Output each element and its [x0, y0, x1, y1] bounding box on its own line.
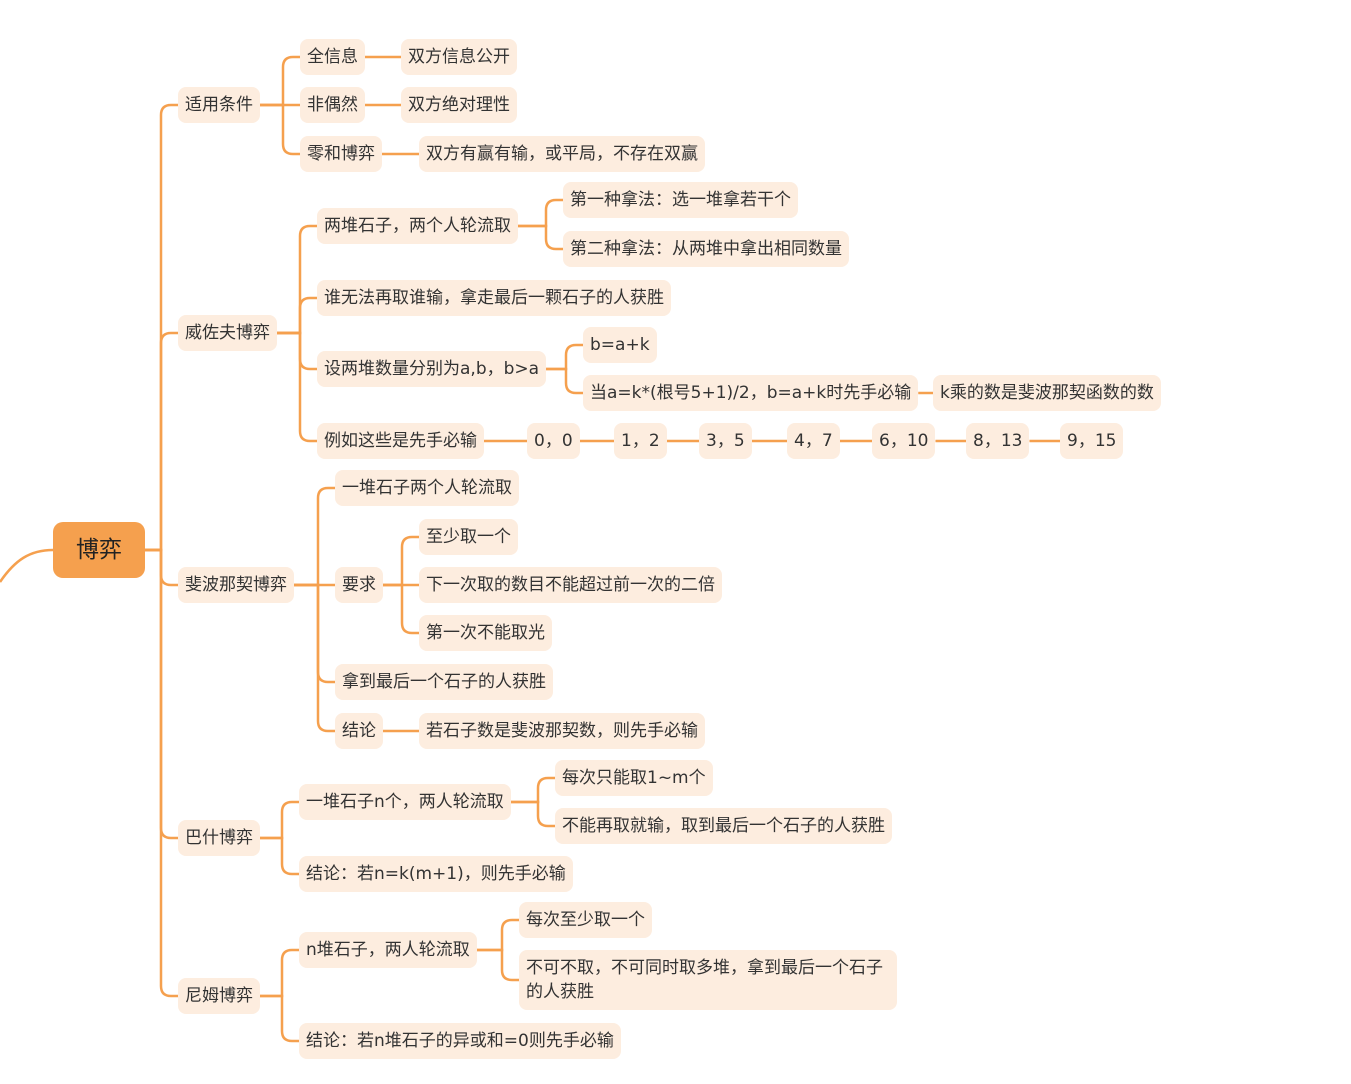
losing-pair[interactable]: 8，13: [966, 423, 1030, 459]
connector-line: [260, 948, 299, 998]
connector-line: [277, 296, 317, 335]
topic-node[interactable]: 第二种拿法：从两堆中拿出相同数量: [563, 231, 849, 267]
connector-line: [518, 224, 563, 251]
topic-node[interactable]: 一堆石子n个，两人轮流取: [299, 784, 511, 820]
topic-node[interactable]: 下一次取的数目不能超过前一次的二倍: [419, 567, 722, 603]
losing-pair[interactable]: 0，0: [527, 423, 580, 459]
losing-pair[interactable]: 1，2: [614, 423, 667, 459]
topic-node[interactable]: 非偶然: [300, 87, 365, 123]
connector-line: [260, 994, 299, 1043]
topic-node[interactable]: 双方信息公开: [401, 39, 517, 75]
topic-bash-game[interactable]: 巴什博弈: [178, 820, 260, 856]
connector-line: [510, 800, 555, 828]
topic-node[interactable]: n堆石子，两人轮流取: [299, 932, 477, 968]
connector-line: [546, 367, 583, 395]
connector-line: [383, 535, 419, 587]
connector-line: [294, 583, 335, 684]
connector-line: [476, 918, 519, 952]
connector-line: [260, 836, 299, 876]
topic-node[interactable]: 拿到最后一个石子的人获胜: [335, 664, 553, 700]
connector-line: [383, 583, 419, 635]
topic-node[interactable]: 一堆石子两个人轮流取: [335, 470, 519, 506]
topic-node[interactable]: 全信息: [300, 39, 365, 75]
topic-node[interactable]: 当a=k*(根号5+1)/2，b=a+k时先手必输: [583, 375, 919, 411]
connector-line: [476, 948, 519, 982]
connector-line: [145, 548, 178, 998]
topic-applicable-conditions[interactable]: 适用条件: [178, 87, 260, 123]
topic-node[interactable]: b=a+k: [583, 327, 657, 363]
connector-line: [277, 331, 317, 371]
topic-wythoff-game[interactable]: 威佐夫博弈: [178, 315, 277, 351]
connector-line: [145, 103, 178, 552]
topic-node[interactable]: 每次只能取1~m个: [555, 760, 713, 796]
topic-node[interactable]: 至少取一个: [419, 519, 518, 555]
topic-node[interactable]: 双方有赢有输，或平局，不存在双赢: [419, 136, 705, 172]
topic-node[interactable]: 例如这些是先手必输: [317, 423, 484, 459]
connector-line: [260, 55, 300, 107]
losing-pair[interactable]: 9，15: [1060, 423, 1124, 459]
topic-node[interactable]: 谁无法再取谁输，拿走最后一颗石子的人获胜: [317, 280, 671, 316]
root-topic[interactable]: 博弈: [53, 522, 145, 578]
topic-node[interactable]: 设两堆数量分别为a,b，b>a: [317, 351, 547, 387]
topic-nim-game[interactable]: 尼姆博弈: [178, 978, 260, 1014]
connector-line: [518, 198, 563, 228]
topic-node[interactable]: 结论：若n堆石子的异或和=0则先手必输: [299, 1023, 621, 1059]
topic-node[interactable]: k乘的数是斐波那契函数的数: [933, 375, 1161, 411]
topic-node[interactable]: 要求: [335, 567, 383, 603]
topic-node[interactable]: 每次至少取一个: [519, 902, 652, 938]
connector-line: [277, 331, 317, 443]
topic-node[interactable]: 不能再取就输，取到最后一个石子的人获胜: [555, 808, 892, 844]
topic-node[interactable]: 若石子数是斐波那契数，则先手必输: [419, 713, 705, 749]
topic-node[interactable]: 结论: [335, 713, 383, 749]
connector-line: [260, 103, 300, 156]
topic-node[interactable]: 结论：若n=k(m+1)，则先手必输: [299, 856, 573, 892]
connector-line: [546, 343, 583, 371]
connector-line: [294, 583, 335, 733]
topic-node[interactable]: 第一种拿法：选一堆拿若干个: [563, 182, 798, 218]
topic-node[interactable]: 双方绝对理性: [401, 87, 517, 123]
connector-line: [145, 331, 178, 552]
connector-line: [260, 800, 299, 840]
connector-line: [277, 224, 317, 335]
topic-node[interactable]: 零和博弈: [300, 136, 382, 172]
connector-line: [294, 486, 335, 587]
losing-pair[interactable]: 3，5: [699, 423, 752, 459]
topic-fibonacci-game[interactable]: 斐波那契博弈: [178, 567, 294, 603]
topic-node[interactable]: 不可不取，不可同时取多堆，拿到最后一个石子的人获胜: [519, 950, 897, 1010]
connector-line: [510, 776, 555, 804]
losing-pair[interactable]: 6，10: [872, 423, 936, 459]
topic-node[interactable]: 两堆石子，两个人轮流取: [317, 208, 518, 244]
losing-pair[interactable]: 4，7: [787, 423, 840, 459]
topic-node[interactable]: 第一次不能取光: [419, 615, 552, 651]
